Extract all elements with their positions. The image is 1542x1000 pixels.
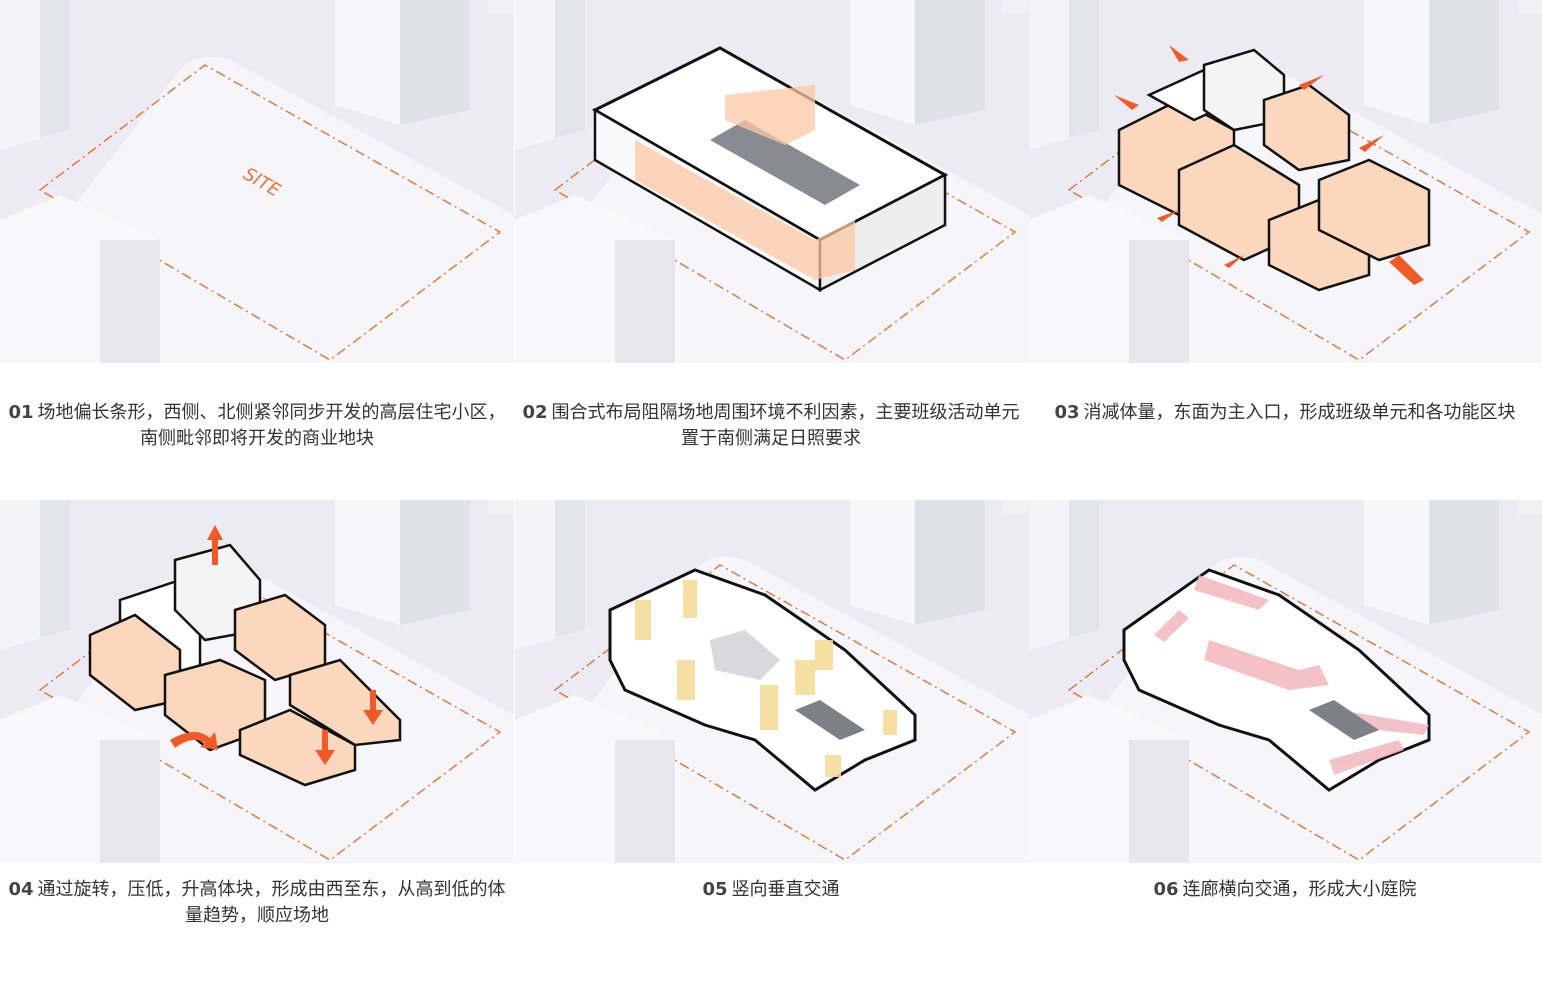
- caption-text: 连廊横向交通，形成大小庭院: [1182, 879, 1417, 900]
- step-number: 06: [1153, 879, 1179, 900]
- subtraction-diagram: [1029, 0, 1542, 363]
- massing-adjust-diagram: [0, 500, 514, 863]
- diagram-panel-06: [1029, 500, 1542, 863]
- vertical-circulation-diagram: [515, 500, 1029, 863]
- step-number: 01: [8, 402, 34, 423]
- caption-text: 消减体量，东面为主入口，形成班级单元和各功能区块: [1083, 402, 1516, 423]
- caption-text: 围合式布局阻隔场地周围环境不利因素，主要班级活动单元置于南侧满足日照要求: [551, 402, 1020, 449]
- step-number: 05: [702, 879, 728, 900]
- diagram-panel-02: [515, 0, 1029, 363]
- caption-text: 竖向垂直交通: [731, 879, 840, 900]
- caption-text: 通过旋转，压低，升高体块，形成由西至东，从高到低的体量趋势，顺应场地: [37, 879, 506, 926]
- diagram-panel-05: [515, 500, 1029, 863]
- caption-text: 场地偏长条形，西侧、北侧紧邻同步开发的高层住宅小区，南侧毗邻即将开发的商业地块: [37, 402, 506, 449]
- step-number: 02: [522, 402, 548, 423]
- diagram-panel-01: SITE: [0, 0, 514, 363]
- context-background: [0, 0, 514, 363]
- site-diagram: SITE: [0, 0, 514, 363]
- step-number: 04: [8, 879, 34, 900]
- horizontal-corridor-diagram: [1029, 500, 1542, 863]
- step-number: 03: [1054, 402, 1080, 423]
- enclosure-diagram: [515, 0, 1029, 363]
- diagram-panel-04: [0, 500, 514, 863]
- diagram-panel-03: [1029, 0, 1542, 363]
